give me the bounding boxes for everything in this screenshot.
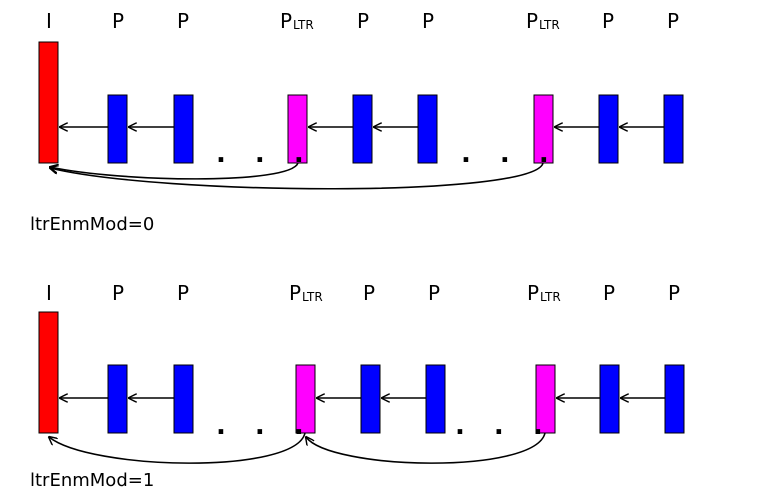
label-p-frame: P xyxy=(668,281,680,305)
svg-text:LTR: LTR xyxy=(540,290,561,304)
p-frame xyxy=(664,364,685,434)
label-i-frame: I xyxy=(46,9,52,33)
p-frame xyxy=(360,364,381,434)
label-p-frame: P xyxy=(363,281,375,305)
ellipsis: . . . xyxy=(216,139,314,169)
p-frame xyxy=(663,94,684,164)
mode-label: ltrEnmMod=0 xyxy=(30,214,154,235)
svg-text:P: P xyxy=(280,9,292,33)
ellipsis: . . . xyxy=(455,411,553,441)
i-frame xyxy=(38,311,59,434)
label-p-ltr-frame: P LTR xyxy=(289,281,323,305)
ellipsis: . . . xyxy=(216,411,314,441)
label-p-ltr-frame: P LTR xyxy=(527,281,561,305)
label-p-frame: P xyxy=(602,9,614,33)
mode-label: ltrEnmMod=1 xyxy=(30,470,154,491)
label-p-ltr-frame: P LTR xyxy=(526,9,560,33)
svg-text:P: P xyxy=(526,9,538,33)
p-frame xyxy=(352,94,373,164)
svg-text:LTR: LTR xyxy=(539,18,560,32)
p-frame xyxy=(599,364,620,434)
label-p-frame: P xyxy=(177,9,189,33)
label-p-ltr-frame: P LTR xyxy=(280,9,314,33)
p-frame xyxy=(107,364,128,434)
label-p-frame: P xyxy=(177,281,189,305)
p-frame xyxy=(425,364,446,434)
p-frame xyxy=(417,94,438,164)
p-frame xyxy=(107,94,128,164)
ltr-reference-curve xyxy=(50,162,299,180)
p-ltr-frame xyxy=(533,94,554,164)
ltr-reference-curve xyxy=(49,432,306,464)
label-p-frame: P xyxy=(112,9,124,33)
p-frame xyxy=(173,364,194,434)
p-ltr-frame xyxy=(535,364,556,434)
svg-text:LTR: LTR xyxy=(302,290,323,304)
label-p-frame: P xyxy=(357,9,369,33)
ellipsis: . . . xyxy=(461,139,559,169)
label-p-frame: P xyxy=(667,9,679,33)
diagram-mode-1: I P P P LTR P P P LTR P P . . . . . . xyxy=(30,281,685,491)
svg-text:P: P xyxy=(527,281,539,305)
label-i-frame: I xyxy=(46,281,52,305)
i-frame xyxy=(38,41,59,164)
p-frame xyxy=(173,94,194,164)
ltr-reference-curve xyxy=(50,162,544,190)
label-p-frame: P xyxy=(422,9,434,33)
label-p-frame: P xyxy=(603,281,615,305)
ltr-reference-curve xyxy=(306,432,546,464)
p-ltr-frame xyxy=(295,364,316,434)
label-p-frame: P xyxy=(112,281,124,305)
diagram-mode-0: I P P P LTR P P P LTR P P . . . . . . xyxy=(30,9,684,235)
svg-text:LTR: LTR xyxy=(293,18,314,32)
svg-text:P: P xyxy=(289,281,301,305)
label-p-frame: P xyxy=(428,281,440,305)
p-frame xyxy=(598,94,619,164)
